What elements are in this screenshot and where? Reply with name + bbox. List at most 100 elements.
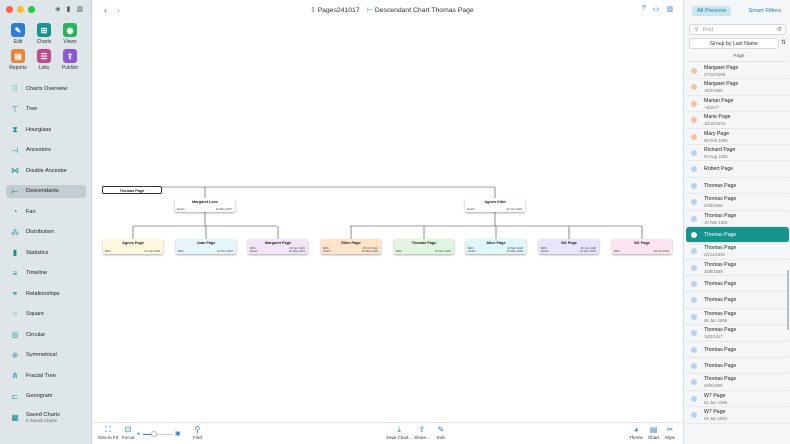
person-card-value: 26 Jun 1630 [580,245,596,250]
person-list-item[interactable]: Robert Page [686,161,789,178]
size-to-fit-button[interactable]: ⛶ Size to Fit [98,425,119,440]
gear-icon[interactable]: ⚙ [776,27,782,33]
sidebar-item-label: Fan [26,208,36,215]
zoom-out-icon[interactable]: ● [137,431,141,437]
person-name: Richard Page [704,146,736,153]
all-persons-tab[interactable]: All Persons [692,6,732,16]
edit-chart-button[interactable]: ✎ Edit [437,425,445,440]
descendants-icon: ⊢ [11,186,19,196]
back-arrow-icon[interactable]: ‹ [104,5,107,15]
list-scrollbar[interactable] [787,270,789,330]
zoom-slider-knob[interactable] [151,431,157,437]
sort-icon[interactable]: ⇅ [781,40,787,46]
sidebar-item-label: Genogram [26,393,53,400]
sidebar-toggle-icon[interactable]: ▥ [76,6,83,13]
male-dot-icon [691,149,697,156]
minimize-window-button[interactable] [17,6,24,13]
sidebar-item-fan[interactable]: ◔Fan [6,205,86,219]
inspector-toggle-icon[interactable]: ▥ [666,6,673,13]
style-button[interactable]: ✂ Style [665,425,676,440]
focus-button[interactable]: ⊡ Focus [122,425,135,440]
male-dot-icon [691,330,697,337]
root-person-card[interactable]: Thomas Page [102,186,162,194]
window-icon[interactable]: ▭ [652,6,660,13]
zoom-window-button[interactable] [28,6,35,13]
person-list-item[interactable]: Thomas Page [686,342,789,359]
find-button[interactable]: ⚲ Find [193,425,202,440]
sidebar-item-genogram[interactable]: ⊏Genogram [6,390,86,404]
person-date: 09 Feb 1590 [704,137,728,143]
person-card-value: 12 Jun 1633 [506,207,522,211]
tag-icon[interactable]: ◈ [55,6,61,13]
help-icon[interactable]: ? [641,5,646,12]
male-dot-icon [691,166,697,173]
zoom-in-icon[interactable]: ▣ [175,431,181,437]
zoom-slider[interactable]: ● ▣ [137,431,183,437]
theme-button[interactable]: ◕ Theme [629,425,644,440]
chart-options-button[interactable]: ▤ Chart [648,425,660,440]
tool-charts-button[interactable]: ⊞Charts [31,23,57,45]
person-card-label: Birth [178,249,184,253]
size-to-fit-icon: ⛶ [105,425,111,434]
tool-lists-button[interactable]: ☰Lists [31,49,57,71]
find-input[interactable]: ⚲ Find ⚙ [689,24,786,35]
sidebar-item-circular[interactable]: ◎Circular [6,328,86,342]
sidebar-item-timeline[interactable]: ≡Timeline [6,267,86,281]
close-window-button[interactable] [6,6,13,13]
person-list-item[interactable]: Thomas Page [686,292,789,309]
sidebar-item-hourglass[interactable]: ⧗Hourglass [6,123,86,137]
share-button[interactable]: ⇪ Share... [414,425,430,440]
sidebar-item-statistics[interactable]: ▮Statistics [6,246,86,260]
sidebar-item-fractal-tree[interactable]: ⋔Fractal Tree [6,369,86,383]
forward-arrow-icon[interactable]: › [117,5,120,15]
sidebar-item-descendants[interactable]: ⊢Descendants [6,184,86,198]
tool-edit-button[interactable]: ✎Edit [5,23,31,45]
tool-views-button[interactable]: ◉Views [57,23,83,45]
tool-reports-button[interactable]: ▤Reports [5,49,31,71]
group-by-select[interactable]: Group by Last Name [689,38,779,49]
sidebar-item-ancestors[interactable]: ⊣Ancestors [6,144,86,158]
person-list-item[interactable]: Marian Page~9/1577 [686,96,789,113]
sidebar-item-relationships[interactable]: ⚭Relationships [6,287,86,301]
person-list-item[interactable]: Thomas Page [686,178,789,195]
sidebar-item-distribution[interactable]: ⁂Distribution [6,226,86,240]
sidebar-item-double-ancestor[interactable]: ⋈Double Ancestor [6,164,86,178]
bookmark-icon[interactable]: ▮ [66,6,71,13]
person-list-item[interactable]: Thomas Page [686,276,789,293]
save-chart-button[interactable]: ⤓ Save Chart... [386,425,413,440]
sidebar-item-charts-overview[interactable]: ⁞⁞Charts Overview [6,82,86,96]
person-list-item[interactable]: Thomas Page [686,226,789,244]
person-list-item[interactable]: Thomas Page [686,358,789,375]
smart-filters-tab[interactable]: Smart Filters [748,8,782,14]
sidebar-item-square[interactable]: ⁘Square [6,308,86,322]
sidebar-item-symmetrical[interactable]: ⁜Symmetrical [6,349,86,363]
sidebar-item-tree[interactable]: ⊤Tree [6,103,86,117]
tool-publish-button[interactable]: ⇪Publish [57,49,83,71]
